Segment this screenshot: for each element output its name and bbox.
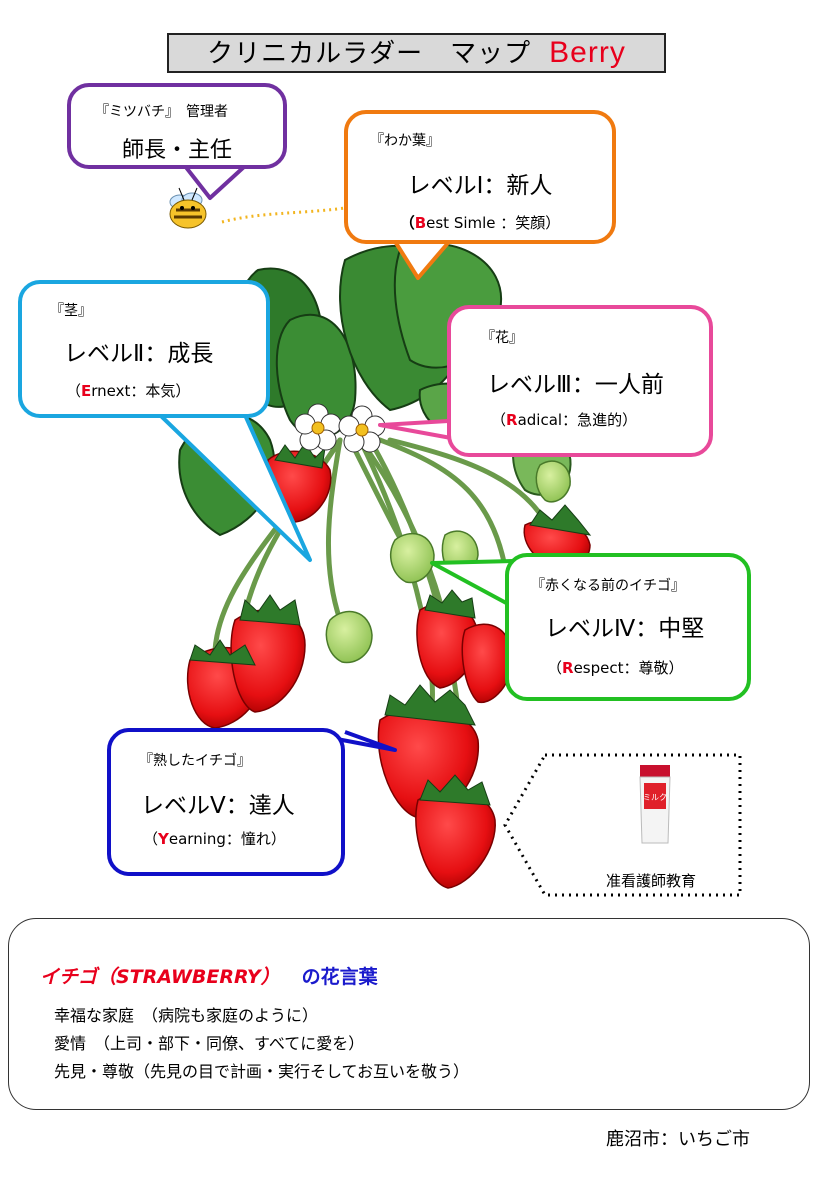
level-5-bubble: 『熟したイチゴ』 レベルⅤ：達人 （Yearning：憧れ） (107, 728, 345, 876)
hanakotoba-title: イチゴ（STRAWBERRY）の花言葉 (40, 966, 378, 988)
manager-bubble: 『ミツバチ』 管理者 師長・主任 (67, 83, 287, 169)
level-4-bubble: 『赤くなる前のイチゴ』 レベルⅣ：中堅 （Respect：尊敬） (505, 553, 751, 701)
level-3-title: レベルⅢ：一人前 (487, 372, 664, 398)
sepals (189, 442, 592, 806)
milk-tube-icon: ミルク (639, 765, 671, 844)
flowers (294, 403, 386, 453)
level-4-category: 『赤くなる前のイチゴ』 (531, 578, 685, 594)
level-3-motto: （Radical：急進的） (491, 411, 638, 429)
level-2-bubble: 『茎』 レベルⅡ：成長 （Ernext：本気） (18, 280, 270, 418)
product-caption: 准看護師教育 (606, 872, 697, 890)
page-title-accent: Berry (549, 36, 626, 69)
level-3-bubble: 『花』 レベルⅢ：一人前 （Radical：急進的） (447, 305, 713, 457)
level-1-title: レベルⅠ：新人 (407, 173, 553, 199)
level-1-bubble: 『わか葉』 レベルⅠ：新人 （Best Simle ：笑顔） (344, 110, 616, 244)
level-2-motto: （Ernext：本気） (66, 382, 191, 400)
page-title: クリニカルラダー マップ Berry (167, 33, 666, 73)
level-1-category: 『わか葉』 (370, 133, 440, 149)
hanakotoba-line-2: 愛情 （上司・部下・同僚、すべてに愛を） (54, 1034, 365, 1053)
tube-label: ミルク (643, 793, 667, 802)
level-5-category: 『熟したイチゴ』 (139, 753, 251, 769)
product-dotted-frame (503, 753, 742, 897)
hanakotoba-line-1: 幸福な家庭 （病院も家庭のように） (54, 1006, 319, 1025)
hanakotoba-panel (8, 918, 810, 1110)
manager-label: 『ミツバチ』 管理者 (95, 104, 228, 120)
level-1-motto: （Best Simle ：笑顔） (399, 214, 561, 232)
level-3-category: 『花』 (481, 330, 523, 346)
level-5-motto: （Yearning：憧れ） (143, 830, 286, 848)
level-2-category: 『茎』 (50, 303, 92, 319)
level-4-title: レベルⅣ：中堅 (545, 616, 705, 642)
level-4-motto: （Respect：尊敬） (547, 659, 684, 677)
hanakotoba-line-3: 先見・尊敬（先見の目で計画・実行そしてお互いを敬う） (54, 1062, 470, 1081)
level-5-title: レベルⅤ：達人 (141, 793, 295, 819)
footer-city: 鹿沼市：いちご市 (606, 1129, 750, 1150)
bee-icon (169, 187, 207, 229)
manager-role: 師長・主任 (121, 138, 232, 163)
bee-flight-path (221, 206, 346, 224)
page-title-main: クリニカルラダー マップ (207, 39, 532, 69)
bubble-tails (158, 164, 556, 752)
level-2-title: レベルⅡ：成長 (64, 341, 214, 367)
